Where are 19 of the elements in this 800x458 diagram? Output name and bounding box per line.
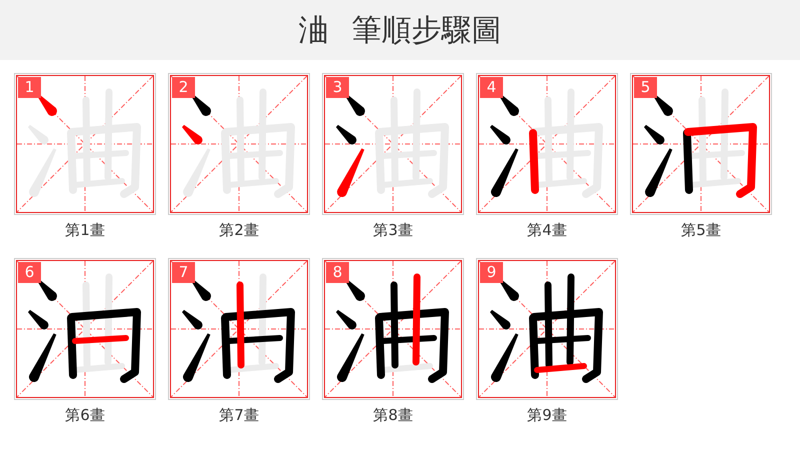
step-caption: 第3畫 (373, 221, 413, 239)
step-number: 6 (18, 262, 41, 283)
step-caption: 第9畫 (527, 406, 567, 424)
step-number: 3 (326, 77, 349, 98)
step-number: 7 (172, 262, 195, 283)
step-caption: 第5畫 (681, 221, 721, 239)
step-caption: 第4畫 (527, 221, 567, 239)
step-number: 5 (634, 77, 657, 98)
step-number: 9 (480, 262, 503, 283)
step-caption: 第6畫 (65, 406, 105, 424)
step-caption: 第1畫 (65, 221, 105, 239)
step-number: 2 (172, 77, 195, 98)
step-number: 4 (480, 77, 503, 98)
step-caption: 第7畫 (219, 406, 259, 424)
diagram-title: 浀 筆順步驟圖 (298, 14, 502, 46)
step-number: 8 (326, 262, 349, 283)
step-caption: 第2畫 (219, 221, 259, 239)
step-caption: 第8畫 (373, 406, 413, 424)
step-number: 1 (18, 77, 41, 98)
